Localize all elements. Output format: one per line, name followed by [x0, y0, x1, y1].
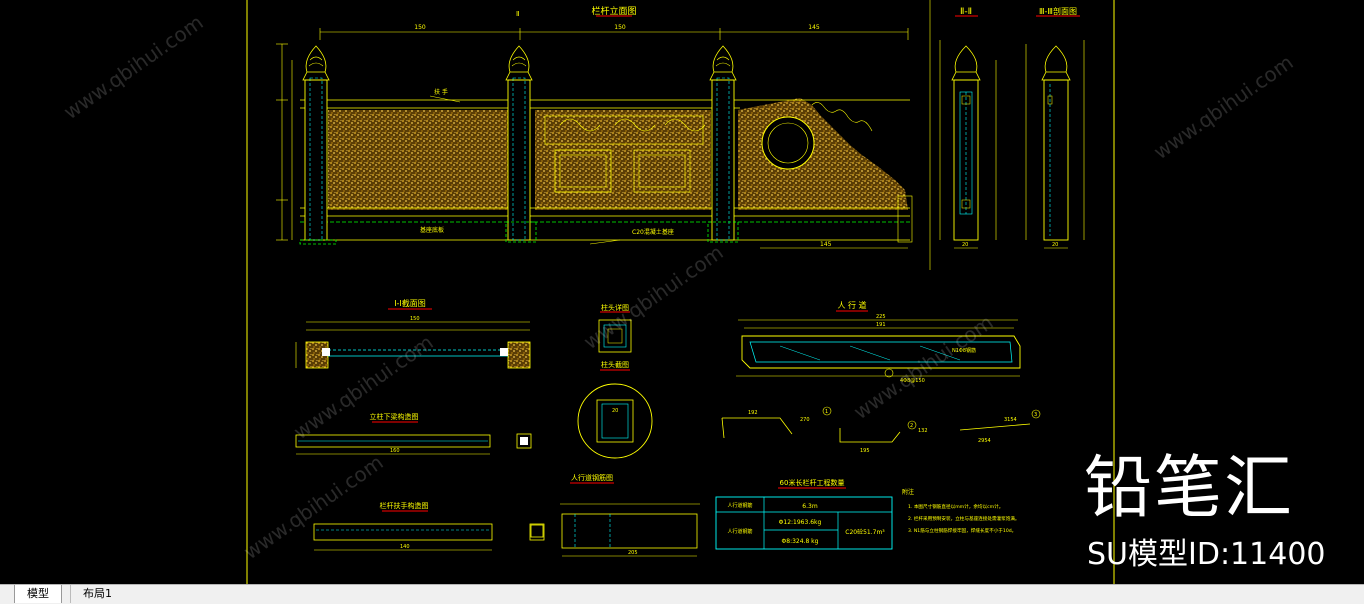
elevation-view: 栏杆立面图 150 150 145 Ⅱ — [276, 5, 913, 249]
quantity-table: 60米长栏杆工程数量 人行道钢筋 6.3m 人行道钢筋 Φ12:1963.6kg… — [715, 478, 893, 550]
watermark-url: www.qbihui.com — [59, 10, 208, 124]
table-cell: Φ12:1963.6kg — [779, 519, 822, 526]
note-line: 2. 栏杆采用预制安装，立柱与基座连接处需灌浆饱满。 — [908, 515, 1020, 522]
table-cell: 人行道钢筋 — [727, 528, 752, 535]
concrete-label: C20混凝土基座 — [632, 228, 674, 236]
watermark-url: www.qbihui.com — [239, 450, 388, 564]
dim-label: 132 — [918, 428, 928, 434]
dim-label: 160 — [390, 448, 400, 454]
tab-model[interactable]: 模型 — [14, 585, 62, 603]
column-plan-view: 柱头截图 20 — [577, 360, 653, 459]
section-2-title: Ⅱ-Ⅱ — [960, 7, 972, 17]
post — [709, 45, 737, 241]
column-plan-title: 柱头截图 — [601, 360, 629, 369]
dim-label: 140 — [400, 544, 410, 550]
column-head-title: 柱头详图 — [601, 303, 629, 312]
table-cell: Φ8:324.8 kg — [782, 538, 819, 545]
quantity-table-title: 60米长栏杆工程数量 — [780, 478, 845, 487]
dim-label: 150 — [410, 316, 420, 322]
table-cell: 6.3m — [802, 503, 818, 510]
dim-label: 192 — [748, 410, 758, 416]
dim-label: 20 — [962, 242, 968, 248]
watermark-url: www.qbihui.com — [849, 310, 998, 424]
brand-watermark: 铅笔汇 — [1084, 449, 1295, 528]
dim-label: 195 — [860, 448, 870, 454]
table-cell: C20砼51.7m³ — [845, 528, 885, 536]
dim-label: 270 — [800, 417, 810, 423]
dim-label: 145 — [820, 241, 832, 248]
sidewalk-title: 人 行 道 — [837, 300, 866, 310]
rebar-label: N1Φ8钢筋 — [952, 347, 976, 354]
dim-label: 150 — [614, 24, 626, 31]
layout-tab-bar: 模型 布局1 — [0, 584, 1364, 604]
section-1-view: Ⅰ-Ⅰ截面图 150 — [295, 298, 531, 369]
base-label: 基座底板 — [420, 226, 444, 234]
model-id-watermark: SU模型ID:11400 — [1087, 537, 1326, 572]
dim-label: 191 — [876, 322, 886, 328]
column-head-view: 柱头详图 — [598, 303, 632, 353]
section-3-view: Ⅲ-Ⅲ剖面图 20 — [1025, 6, 1085, 249]
cad-model-canvas[interactable]: 栏杆立面图 150 150 145 Ⅱ — [0, 0, 1364, 584]
tab-layout1[interactable]: 布局1 — [70, 585, 124, 603]
dim-label: 225 — [876, 314, 886, 320]
dim-label: 150 — [414, 24, 426, 31]
post — [302, 45, 330, 241]
upright-view: 立柱下梁构造图 160 — [295, 412, 532, 455]
elevation-title: 栏杆立面图 — [591, 5, 636, 17]
dim-label: 145 — [808, 24, 820, 31]
rebar-label: 4Φ8@150 — [900, 378, 925, 384]
notes-title: 附注 — [902, 488, 914, 496]
notes-block: 附注 1. 本图尺寸钢筋直径以mm计，余均以cm计。 2. 栏杆采用预制安装，立… — [902, 488, 1020, 534]
dim-label: 3154 — [1004, 417, 1017, 423]
note-line: 1. 本图尺寸钢筋直径以mm计，余均以cm计。 — [908, 503, 1003, 510]
rebar-mark: 2 — [910, 423, 913, 429]
handrail-label: 扶 手 — [434, 88, 448, 96]
drawing-frame — [246, 0, 1115, 584]
section-2-view: Ⅱ-Ⅱ 20 — [939, 7, 997, 249]
sidewalk-rebar-view: 人行道钢筋图 205 — [530, 473, 700, 557]
post — [505, 45, 533, 241]
handrail-view: 栏杆扶手构造图 140 — [313, 501, 545, 551]
dim-label: 20 — [1052, 242, 1058, 248]
watermark-url: www.qbihui.com — [1149, 50, 1298, 164]
dim-label: 205 — [628, 550, 638, 556]
rebar-mark: 3 — [1034, 412, 1037, 418]
sidewalk-view: 人 行 道 225 191 N1Φ8钢筋 4Φ8@150 — [736, 300, 1021, 384]
dim-label: 20 — [612, 408, 618, 414]
note-line: 3. N1筋与立柱钢筋焊接牢固，焊缝长度不小于10d。 — [908, 527, 1016, 534]
upright-title: 立柱下梁构造图 — [370, 412, 419, 421]
handrail-title: 栏杆扶手构造图 — [380, 501, 429, 510]
rebar-details: 192 270 1 195 132 2 3154 2954 3 — [721, 406, 1041, 454]
section-1-title: Ⅰ-Ⅰ截面图 — [394, 298, 426, 308]
watermark-url: www.qbihui.com — [579, 240, 728, 354]
section-3-title: Ⅲ-Ⅲ剖面图 — [1039, 6, 1077, 16]
dim-label: 2954 — [978, 438, 991, 444]
table-header: 人行道钢筋 — [727, 502, 752, 509]
sidewalk-rebar-title: 人行道钢筋图 — [571, 473, 613, 482]
rebar-mark: 1 — [825, 409, 828, 415]
section-mark: Ⅱ — [516, 10, 519, 18]
